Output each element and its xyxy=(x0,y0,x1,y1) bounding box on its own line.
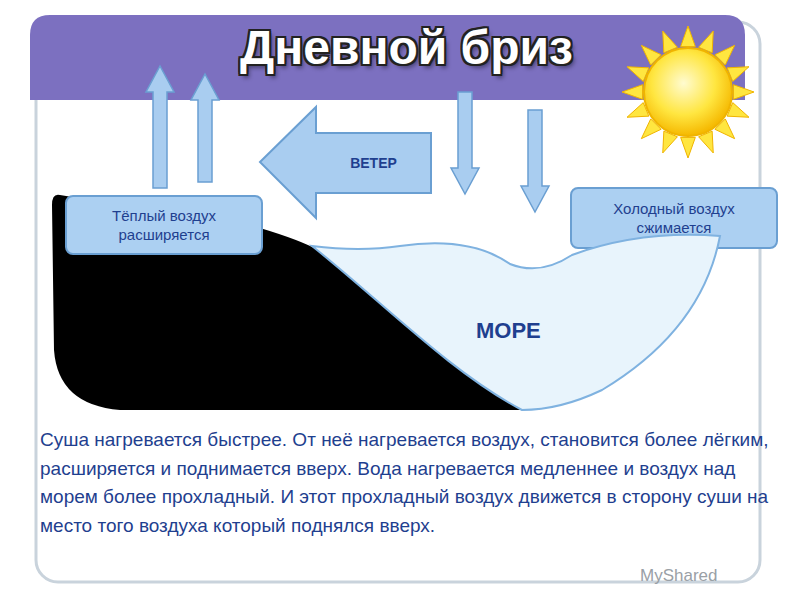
warm-air-box: Тёплый воздух расширяется xyxy=(65,195,263,255)
sun-ray xyxy=(681,26,696,47)
sea-shape: МОРЕ xyxy=(300,228,730,418)
sun-ray xyxy=(733,85,754,100)
sun-ray xyxy=(681,137,696,158)
title: Дневной бриз xyxy=(240,20,573,75)
wind-label: ВЕТЕР xyxy=(350,155,397,171)
sea-label: МОРЕ xyxy=(476,318,541,344)
rising-arrow xyxy=(191,74,219,182)
rising-arrow xyxy=(146,66,174,188)
sun-ray xyxy=(622,85,643,100)
sinking-arrow xyxy=(451,92,479,194)
sinking-arrow xyxy=(521,110,549,212)
caption: Суша нагревается быстрее. От неё нагрева… xyxy=(40,426,775,540)
sun xyxy=(622,26,754,158)
sea-water xyxy=(312,235,720,410)
arrow-label-holder: ВЕТЕР xyxy=(316,133,431,193)
arrow-shape xyxy=(260,107,431,218)
air-label: Холодный воздух сжимается xyxy=(582,199,766,238)
title-band xyxy=(30,15,745,100)
sun-disc xyxy=(644,48,732,136)
watermark: MyShared xyxy=(640,566,717,586)
air-label: Тёплый воздух расширяется xyxy=(77,206,251,245)
wind-arrow: ВЕТЕР xyxy=(258,105,433,220)
arrow-outline xyxy=(258,105,433,220)
